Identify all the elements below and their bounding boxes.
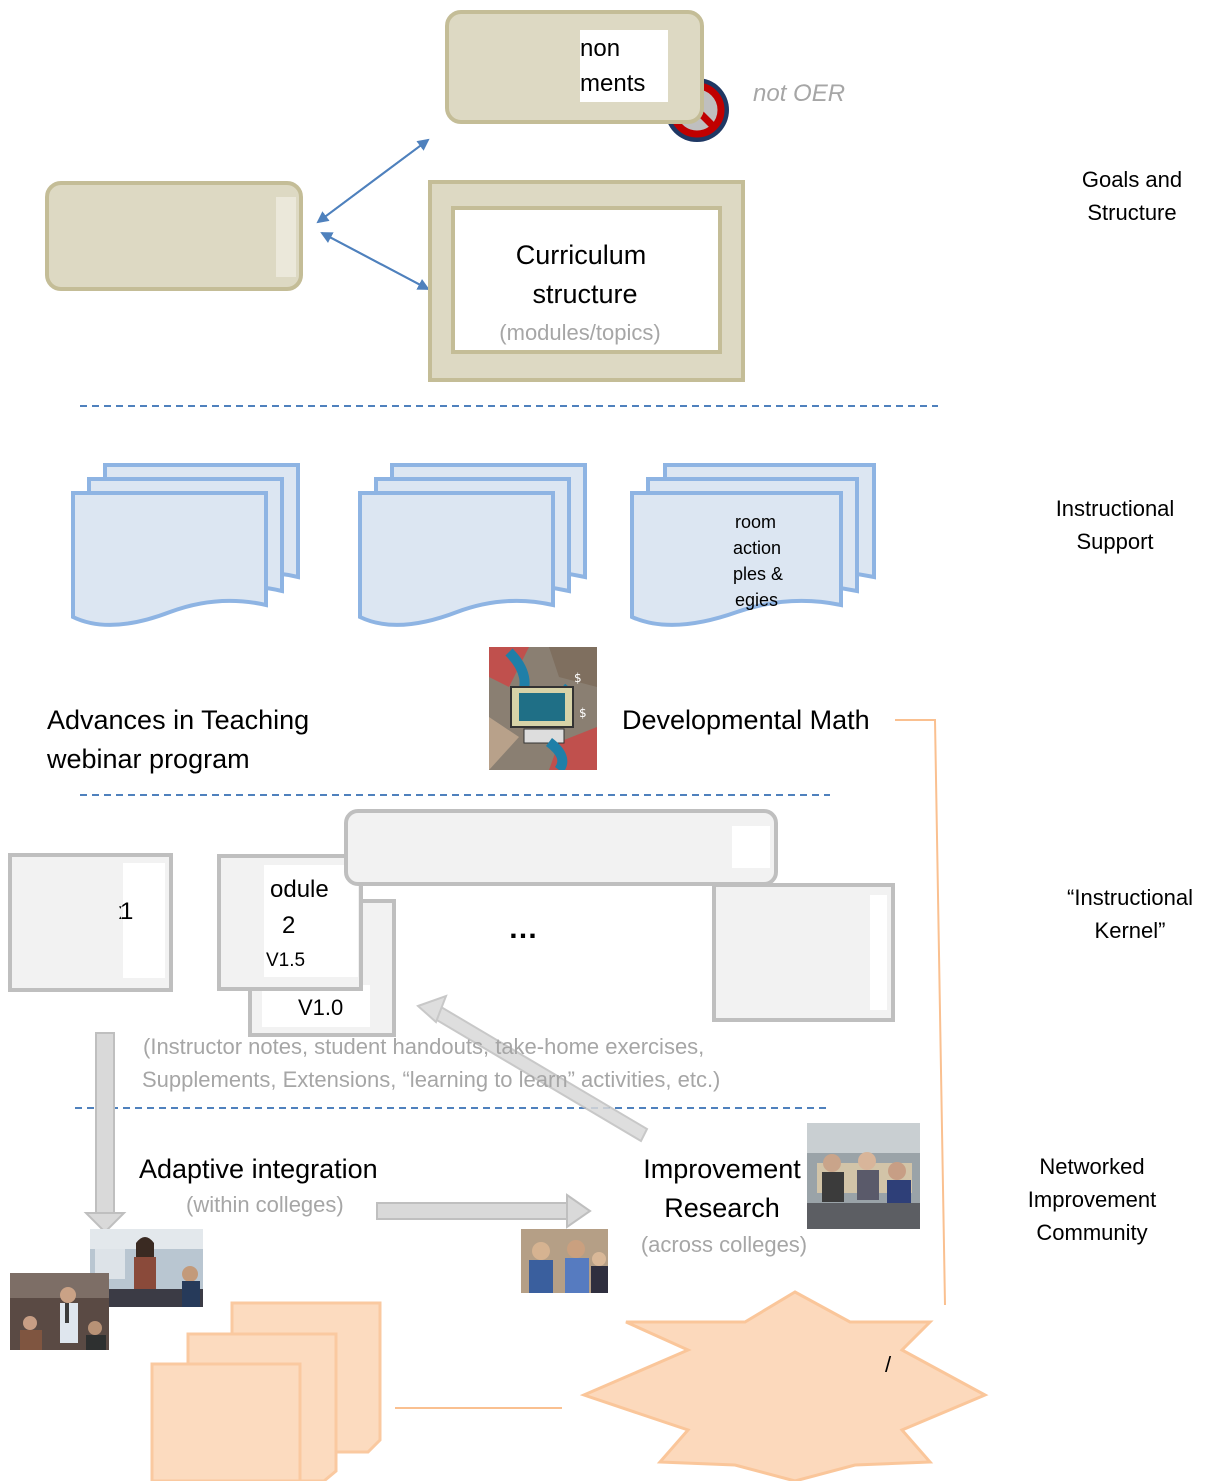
adaptive-label: Adaptive integration xyxy=(139,1154,378,1184)
webinar-line2: webinar program xyxy=(47,744,250,774)
module-1-partial-char: ː xyxy=(117,898,124,925)
arrow-from-standards xyxy=(316,139,429,224)
photo-classroom-lecture xyxy=(10,1273,109,1350)
svg-text:$: $ xyxy=(579,706,587,720)
doc3-line4: egies xyxy=(735,590,779,610)
module-2-back-version: V1.0 xyxy=(298,995,344,1020)
doc-stack-1 xyxy=(71,463,300,627)
curriculum-line1: Curriculum xyxy=(515,240,647,270)
module-2-version: V1.5 xyxy=(266,950,306,971)
side-label-instructional-support: Instructional Support xyxy=(1055,496,1175,554)
module-1-label: 1 xyxy=(120,898,134,925)
arrow-from-curriculum xyxy=(320,232,429,290)
webinar-line1: Advances in Teaching xyxy=(47,705,310,735)
not-oer-label: not OER xyxy=(753,80,846,107)
doc-stack-3 xyxy=(630,463,876,627)
improvement-sub: (across colleges) xyxy=(640,1232,808,1257)
adaptive-sub: (within colleges) xyxy=(186,1192,344,1217)
module-2-line1: odule xyxy=(270,876,329,903)
doc-stack-2 xyxy=(358,463,587,627)
side-label-nic: Networked Improvement Community xyxy=(1027,1154,1157,1245)
peach-note-stack xyxy=(150,1301,382,1481)
grey-arrow-right xyxy=(376,1193,592,1229)
module-2-back-patch xyxy=(262,985,370,1027)
side-label-goals: Goals and Structure xyxy=(1081,167,1183,225)
module-1-patch xyxy=(123,863,165,978)
doc3-line3: ples & xyxy=(733,564,784,584)
kernel-notes-line1: (Instructor notes, student handouts, tak… xyxy=(143,1034,705,1059)
goals-box-patch xyxy=(276,197,296,277)
goals-box xyxy=(45,181,303,291)
kernel-notes-line2: Supplements, Extensions, “learning to le… xyxy=(142,1067,721,1092)
orange-connector xyxy=(895,719,946,1306)
curriculum-line2: structure xyxy=(532,279,638,309)
kernel-banner-patch xyxy=(732,826,770,868)
peach-star xyxy=(579,1290,989,1481)
photo-discussion xyxy=(521,1229,608,1293)
doc3-line1: room xyxy=(735,512,777,532)
curriculum-inner xyxy=(451,206,722,354)
doc3-line2: action xyxy=(733,538,782,558)
kernel-banner xyxy=(344,809,778,886)
improvement-line2: Research xyxy=(664,1193,780,1223)
photo-meeting-room xyxy=(807,1123,920,1229)
standards-line1: non xyxy=(580,35,621,62)
standards-line2: ments xyxy=(580,70,646,97)
module-n-box xyxy=(712,883,895,1022)
module-2-line2: 2 xyxy=(282,912,296,939)
dev-math-clipart: $ $ xyxy=(489,647,597,770)
grey-arrow-diagonal xyxy=(416,994,649,1143)
dev-math-label: Developmental Math xyxy=(622,705,870,735)
improvement-line1: Improvement xyxy=(643,1154,801,1184)
grey-arrow-down xyxy=(83,1032,127,1234)
module-n-patch xyxy=(870,895,887,1010)
curriculum-sub: (modules/topics) xyxy=(499,320,661,345)
svg-text:$: $ xyxy=(574,671,582,685)
star-char: / xyxy=(885,1352,892,1377)
side-label-kernel: “Instructional Kernel” xyxy=(1067,885,1193,943)
kernel-ellipsis: … xyxy=(508,912,538,945)
standards-label-patch xyxy=(580,30,668,102)
module-2-front-patch xyxy=(264,865,358,977)
